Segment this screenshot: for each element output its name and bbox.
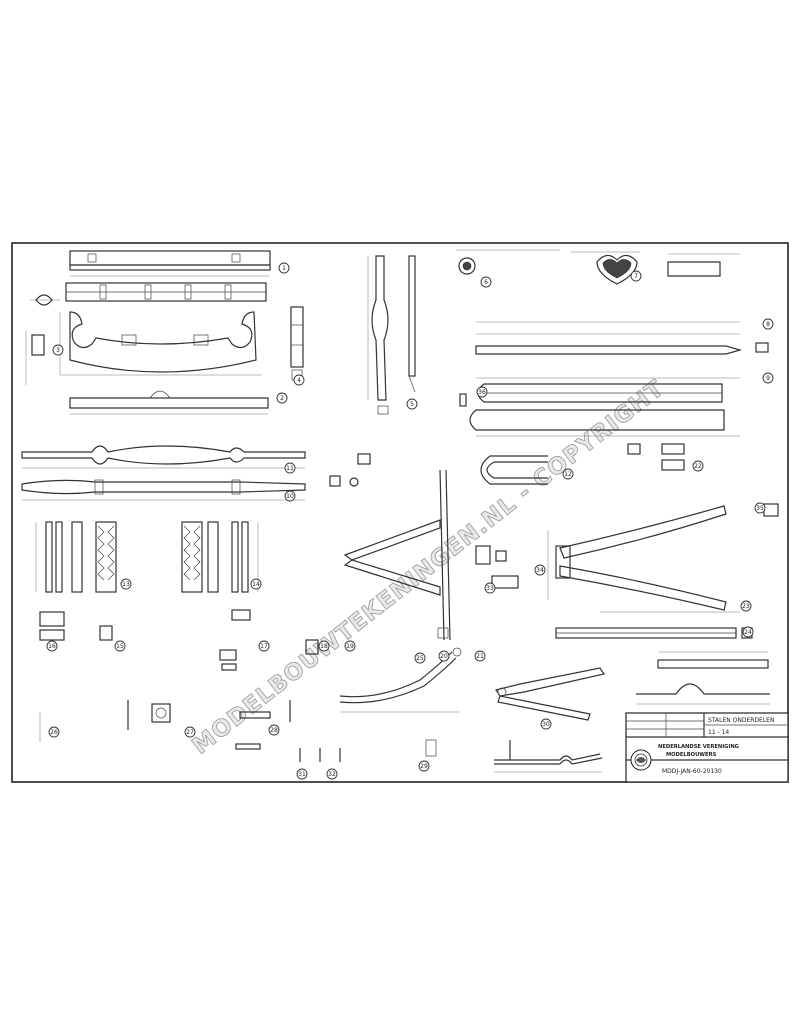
part-callout-label: 17: [260, 643, 268, 650]
rail-assembly-top: [30, 250, 271, 306]
right-long-bars: [459, 321, 769, 437]
part-callout-19: 19: [344, 640, 356, 652]
part-callout-32: 32: [326, 768, 338, 780]
part-callout-label: 33: [486, 585, 494, 592]
part-callout-label: 9: [766, 375, 770, 382]
a-frame-center: [339, 469, 462, 713]
part-callout-label: 29: [420, 763, 428, 770]
part-callout-25: 25: [414, 652, 426, 664]
fork-bars-left: [35, 521, 259, 593]
part-callout-label: 18: [320, 643, 328, 650]
part-callout-2: 2: [276, 392, 288, 404]
part-callout-8: 8: [762, 318, 774, 330]
part-callout-1: 1: [278, 262, 290, 274]
part-callout-label: 20: [440, 653, 448, 660]
part-callout-label: 12: [564, 471, 572, 478]
part-callout-23: 23: [740, 600, 752, 612]
part-callout-label: 1: [282, 265, 286, 272]
part-callout-label: 14: [252, 581, 260, 588]
part-callout-label: 15: [116, 643, 124, 650]
drawing-title: STALEN ONDERDELEN: [708, 717, 774, 724]
part-callout-3: 3: [52, 344, 64, 356]
long-beams: [21, 445, 306, 501]
y-fork-right: [475, 505, 740, 613]
vertical-posts: [367, 255, 416, 415]
part-callout-34: 34: [534, 564, 546, 576]
part-callout-15: 15: [114, 640, 126, 652]
part-callout-5: 5: [406, 398, 418, 410]
part-callout-12: 12: [562, 468, 574, 480]
right-middle-parts: [480, 443, 779, 517]
part-callout-label: 6: [484, 279, 488, 286]
part-callout-label: 22: [694, 463, 702, 470]
part-callout-7: 7: [630, 270, 642, 282]
part-callout-label: 21: [476, 653, 484, 660]
part-callout-20: 20: [438, 650, 450, 662]
part-callout-label: 23: [742, 603, 750, 610]
part-callout-31: 31: [296, 768, 308, 780]
small-brackets: [39, 453, 371, 762]
part-callout-label: 26: [50, 729, 58, 736]
part-callout-36: 36: [476, 386, 488, 398]
part-callout-label: 34: [536, 567, 544, 574]
part-callout-label: 7: [634, 273, 638, 280]
drawing-border: [11, 242, 789, 783]
part-callout-label: 8: [766, 321, 770, 328]
part-callout-14: 14: [250, 578, 262, 590]
part-callout-9: 9: [762, 372, 774, 384]
part-callout-27: 27: [184, 726, 196, 738]
part-callout-label: 32: [328, 771, 336, 778]
society-name-line2: MODELBOUWERS: [666, 752, 717, 758]
part-callout-label: 10: [286, 493, 294, 500]
part-callout-24: 24: [742, 626, 754, 638]
part-callout-13: 13: [120, 578, 132, 590]
part-callout-label: 19: [346, 643, 354, 650]
part-callout-label: 31: [298, 771, 306, 778]
sheet-number: 11 - 14: [708, 729, 729, 736]
part-callout-11: 11: [284, 462, 296, 474]
part-callout-4: 4: [293, 374, 305, 386]
part-callout-6: 6: [480, 276, 492, 288]
part-callout-33: 33: [484, 582, 496, 594]
part-callout-label: 27: [186, 729, 194, 736]
part-callout-label: 36: [478, 389, 486, 396]
part-callout-label: 16: [48, 643, 56, 650]
part-callout-26: 26: [48, 726, 60, 738]
part-callout-label: 3: [56, 347, 60, 354]
part-callout-21: 21: [474, 650, 486, 662]
part-callout-30: 30: [540, 718, 552, 730]
part-callout-22: 22: [692, 460, 704, 472]
part-callout-label: 35: [756, 505, 764, 512]
part-callout-28: 28: [268, 724, 280, 736]
part-callout-35: 35: [754, 502, 766, 514]
part-callout-label: 13: [122, 581, 130, 588]
part-callout-label: 5: [410, 401, 414, 408]
part-callout-label: 4: [297, 377, 301, 384]
part-callout-16: 16: [46, 640, 58, 652]
part-callout-17: 17: [258, 640, 270, 652]
part-callout-label: 2: [280, 395, 284, 402]
part-callout-label: 28: [270, 727, 278, 734]
part-callout-label: 25: [416, 655, 424, 662]
society-name-line1: NEDERLANDSE VERENIGING: [658, 744, 739, 750]
drawing-code: MDDJ-JAN-60-20130: [662, 768, 722, 775]
part-callout-10: 10: [284, 490, 296, 502]
part-callout-label: 24: [744, 629, 752, 636]
title-block: STALEN ONDERDELEN 11 - 14 NEDERLANDSE VE…: [625, 712, 789, 783]
rosette-details: [456, 249, 740, 285]
part-callout-label: 30: [542, 721, 550, 728]
part-callout-29: 29: [418, 760, 430, 772]
part-callout-18: 18: [318, 640, 330, 652]
part-callout-label: 11: [286, 465, 294, 472]
